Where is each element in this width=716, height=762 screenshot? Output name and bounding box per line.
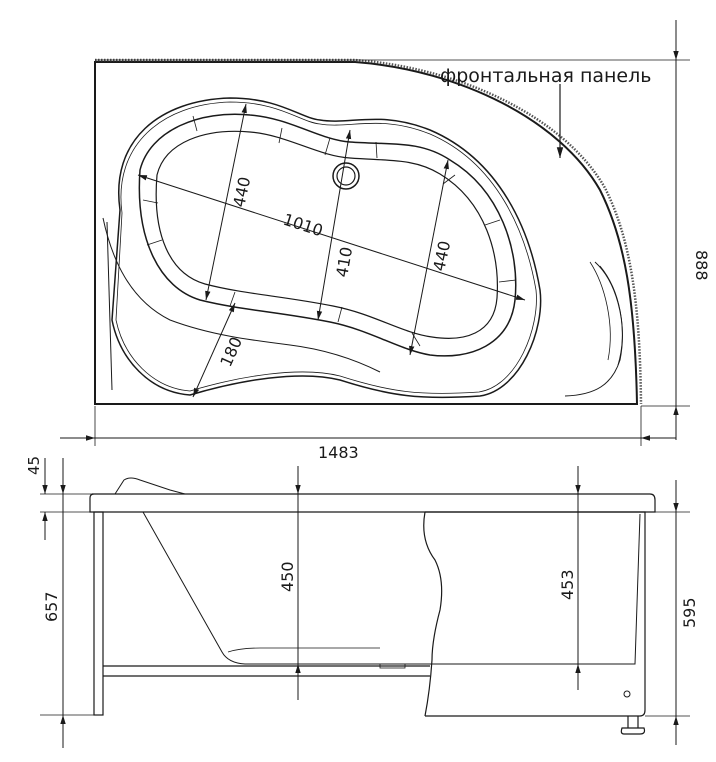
panel-screw-icon <box>623 690 631 698</box>
side-view <box>40 458 690 748</box>
adjustable-foot <box>620 716 646 735</box>
headrest <box>114 477 186 495</box>
dim-657-label: 657 <box>42 591 61 622</box>
dim-180-line <box>192 302 236 398</box>
front-panel-side <box>425 511 646 717</box>
dim-888-label: 888 <box>692 250 711 281</box>
dim-410-line <box>316 129 352 321</box>
dim-440-right-line <box>409 159 449 356</box>
basin-slope <box>142 511 430 665</box>
top-view <box>60 20 690 446</box>
dim-450-label: 450 <box>278 561 297 592</box>
bowl-outer <box>111 97 542 399</box>
dim-595-label: 595 <box>680 597 699 628</box>
dim-453-label: 453 <box>558 569 577 600</box>
dim-440-left-line <box>205 103 247 301</box>
inner-dimensions <box>137 103 526 398</box>
panel-cutline <box>423 511 443 717</box>
front-panel-dotted <box>95 58 643 405</box>
dim-440-right-label: 440 <box>429 239 454 273</box>
dim-45-label: 45 <box>25 456 43 475</box>
dim-1010-label: 1010 <box>281 210 326 241</box>
corner-step <box>564 261 623 397</box>
tub-outline-top <box>94 61 639 405</box>
dim-1483-label: 1483 <box>318 443 359 462</box>
dim-440-left-label: 440 <box>229 175 254 209</box>
basin-rim-inner <box>155 130 498 339</box>
rim-segments <box>142 115 517 347</box>
front-panel-label: фронтальная панель <box>440 65 651 87</box>
tub-rim-side <box>89 493 656 513</box>
dim-410-label: 410 <box>332 245 356 278</box>
dim-180-label: 180 <box>216 334 246 370</box>
left-leg <box>93 511 104 716</box>
